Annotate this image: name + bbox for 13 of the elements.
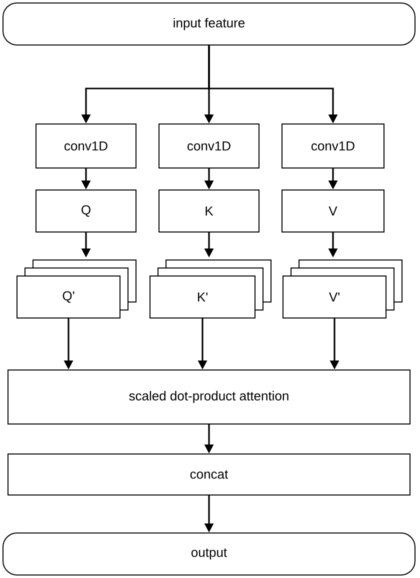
- process-box: conv1D: [282, 124, 384, 168]
- process-box: conv1D: [158, 124, 260, 168]
- process-box: concat: [8, 454, 410, 496]
- terminal-box: output: [2, 532, 416, 576]
- stacked-box: Q': [16, 260, 136, 318]
- process-box: conv1D: [36, 124, 136, 168]
- process-box: K: [158, 190, 260, 232]
- terminal-box: input feature: [2, 2, 416, 46]
- process-box: scaled dot-product attention: [8, 370, 410, 424]
- stacked-box: V': [282, 260, 402, 318]
- stacked-box: K': [150, 260, 272, 318]
- process-box: Q: [36, 190, 136, 232]
- process-box: V: [282, 190, 384, 232]
